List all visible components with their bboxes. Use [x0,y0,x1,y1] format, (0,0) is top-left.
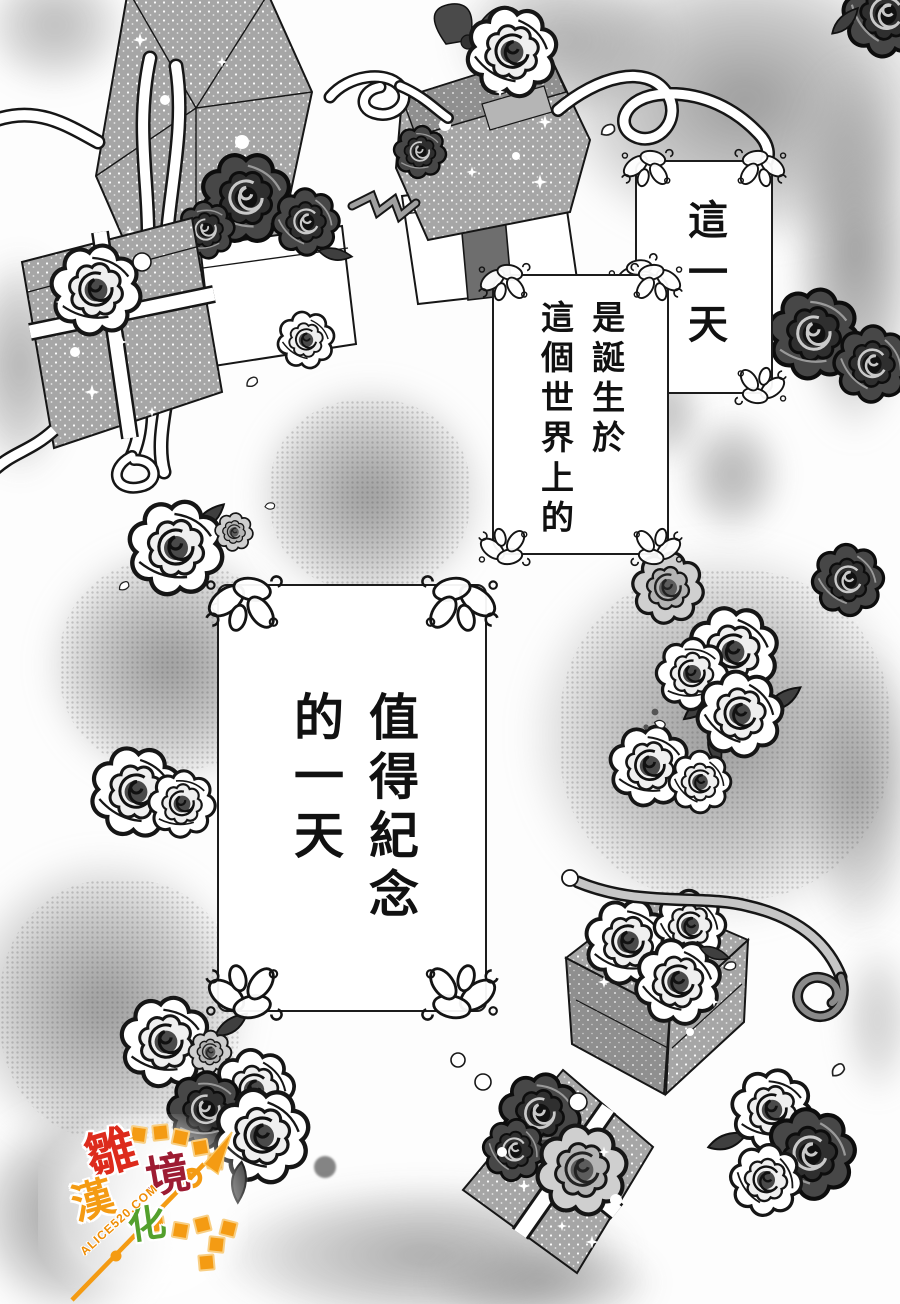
gift-box-sparkle-left [0,216,224,475]
rose-cluster-bottom-right [705,1061,862,1228]
caption-text: 這一天 [675,199,733,355]
gift-box-sparkle-bottom [450,1052,655,1275]
caption-line: 這個世界上的 [536,299,574,540]
tone-blob [800,640,900,940]
rose-cluster-middle-right [604,535,893,822]
scanlation-watermark: 雛 境 漢 化 ALICE520.COM [38,1114,267,1304]
ribbon-curl-top [323,70,454,224]
watermark-glow [38,1114,248,1304]
caption-text: 是誕生於 這個世界上的 [529,300,631,540]
rose-pair-left [90,746,224,846]
caption-line: 的一天 [287,691,343,868]
ink-dot [314,1156,336,1178]
tone-blob [250,380,490,610]
tone-blob [840,940,900,1100]
caption-frame-main: 值得紀念 的一天 [202,573,502,1023]
tone-blob [680,412,785,537]
ribbon-curl-right [551,69,775,175]
gift-box-roses-bottom [564,880,750,1097]
caption-line: 這一天 [682,199,726,355]
wand-arrow-icon [70,1131,233,1302]
caption-line: 是誕生於 [587,299,625,460]
tone-speckle [270,400,470,590]
caption-line: 值得紀念 [362,691,418,927]
gift-box-center [388,4,617,306]
caption-text: 值得紀念 的一天 [277,691,427,927]
ribbon-bottom [561,869,849,1022]
caption-frame-middle: 是誕生於 這個世界上的 [476,261,685,568]
rose-cluster-top-right [764,0,900,414]
